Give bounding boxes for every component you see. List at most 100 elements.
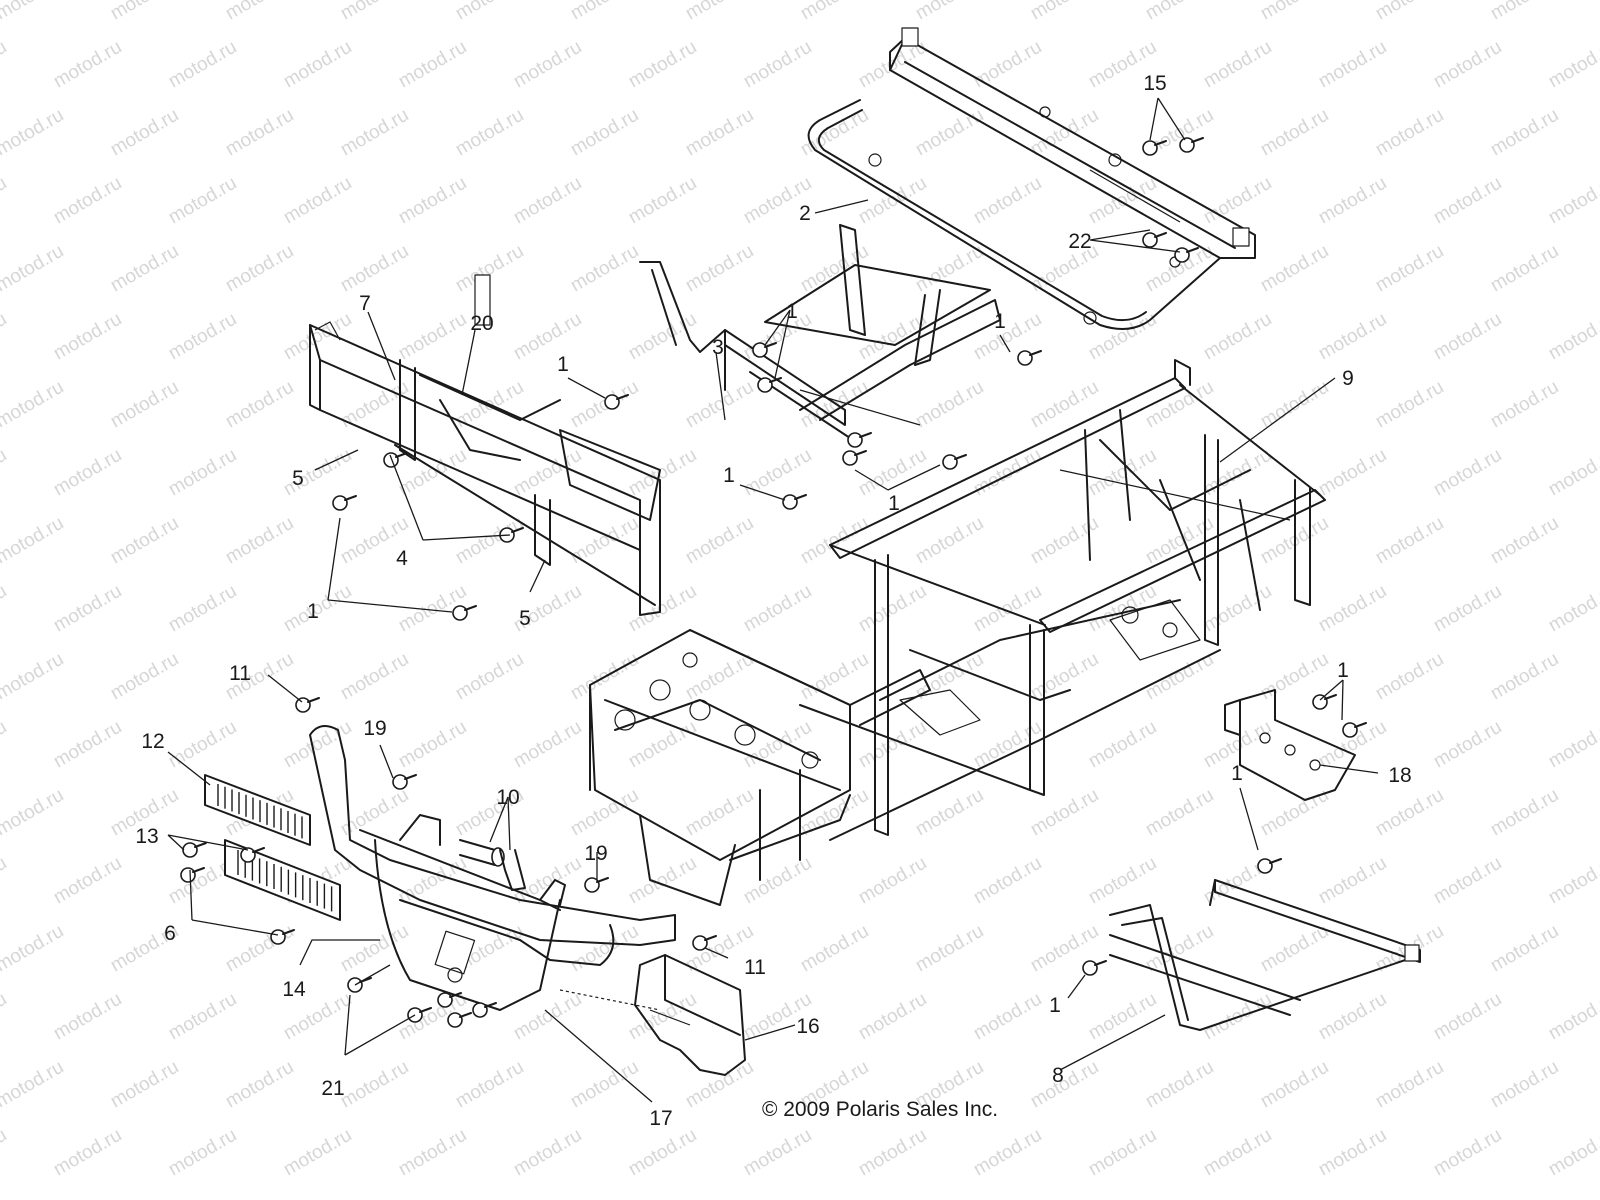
watermark-text: motod.ru — [1027, 649, 1102, 705]
watermark-text: motod.ru — [0, 921, 67, 977]
part-2-cargo-frame — [807, 27, 1256, 330]
callout-5: 5 — [519, 607, 531, 630]
bolt-shank — [1191, 137, 1204, 143]
watermark-text: motod.ru — [1545, 853, 1600, 909]
watermark-text: motod.ru — [1372, 513, 1447, 569]
watermark-text: motod.ru — [1257, 785, 1332, 841]
watermark-text: motod.ru — [510, 989, 585, 1045]
watermark-text: motod.ru — [395, 717, 470, 773]
watermark-text: motod.ru — [567, 513, 642, 569]
watermark-text: motod.ru — [280, 717, 355, 773]
watermark-text: motod.ru — [337, 241, 412, 297]
watermark-text: motod.ru — [165, 1125, 240, 1181]
callout-6: 6 — [164, 922, 176, 945]
bolt-icon — [1257, 858, 1273, 874]
bolt-icon — [782, 494, 798, 510]
watermark-text: motod.ru — [855, 717, 930, 773]
watermark-text: motod.ru — [0, 1057, 67, 1113]
callout-18: 18 — [1388, 764, 1411, 787]
watermark-text: motod.ru — [280, 37, 355, 93]
watermark-text: motod.ru — [50, 37, 125, 93]
callout-1: 1 — [307, 600, 319, 623]
watermark-text: motod.ru — [625, 581, 700, 637]
bolt-icon — [1142, 232, 1158, 248]
bolt-icon — [1082, 960, 1098, 976]
watermark-text: motod.ru — [1372, 1057, 1447, 1113]
watermark-text: motod.ru — [797, 0, 872, 24]
watermark-text: motod.ru — [970, 37, 1045, 93]
watermark-text: motod.ru — [682, 105, 757, 161]
bolt-icon — [270, 929, 286, 945]
callout-1: 1 — [723, 464, 735, 487]
watermark-text: motod.ru — [0, 37, 10, 93]
watermark-text: motod.ru — [1487, 0, 1562, 24]
watermark-text: motod.ru — [222, 1057, 297, 1113]
watermark-text: motod.ru — [0, 377, 67, 433]
watermark-text: motod.ru — [1085, 581, 1160, 637]
watermark-text: motod.ru — [1487, 921, 1562, 977]
bolt-icon — [1342, 722, 1358, 738]
watermark-text: motod.ru — [0, 649, 67, 705]
watermark-text: motod.ru — [970, 581, 1045, 637]
watermark-text: motod.ru — [567, 105, 642, 161]
bolt-shank — [282, 929, 295, 935]
callout-4: 4 — [396, 547, 408, 570]
watermark-text: motod.ru — [855, 853, 930, 909]
callout-labels: 15 2 22 7 20 1 3 1 1 9 5 4 1 5 1 1 11 12… — [135, 72, 1411, 1130]
watermark-text: motod.ru — [912, 513, 987, 569]
watermark-text: motod.ru — [222, 377, 297, 433]
watermark-text: motod.ru — [50, 989, 125, 1045]
watermark-text: motod.ru — [1200, 581, 1275, 637]
bolt-icon — [1312, 694, 1328, 710]
watermark-text: motod.ru — [50, 445, 125, 501]
watermark-text: motod.ru — [107, 105, 182, 161]
watermark-text: motod.ru — [280, 309, 355, 365]
watermark-text: motod.ru — [0, 717, 10, 773]
watermark-text: motod.ru — [1487, 377, 1562, 433]
part-10-bolts — [459, 839, 526, 891]
watermark-text: motod.ru — [0, 989, 10, 1045]
watermark-text: motod.ru — [1027, 1057, 1102, 1113]
watermark-text: motod.ru — [625, 173, 700, 229]
bolt-icon — [942, 454, 958, 470]
watermark-text: motod.ru — [855, 1125, 930, 1181]
watermark-text: motod.ru — [1142, 0, 1217, 24]
part-7-front-frame — [309, 274, 661, 616]
watermark-text: motod.ru — [682, 0, 757, 24]
watermark-text: motod.ru — [567, 785, 642, 841]
bolt-shank — [464, 605, 477, 611]
callout-1: 1 — [888, 492, 900, 515]
bolt-shank — [1029, 350, 1042, 356]
bolt-shank — [404, 774, 417, 780]
grille-upper — [204, 774, 311, 846]
watermark-text: motod.ru — [107, 241, 182, 297]
watermark-text: motod.ru — [970, 309, 1045, 365]
watermark-text: motod.ru — [1027, 0, 1102, 24]
watermark-text: motod.ru — [165, 989, 240, 1045]
bolt-icon — [437, 992, 453, 1008]
watermark-text: motod.ru — [625, 853, 700, 909]
copyright-text: © 2009 Polaris Sales Inc. — [762, 1098, 998, 1121]
watermark-text: motod.ru — [1372, 377, 1447, 433]
callout-16: 16 — [796, 1015, 819, 1038]
watermark-text: motod.ru — [1430, 445, 1505, 501]
watermark-text: motod.ru — [222, 921, 297, 977]
watermark-text: motod.ru — [0, 173, 10, 229]
bolt-icon — [1174, 247, 1190, 263]
watermark-text: motod.ru — [452, 0, 527, 24]
watermark-text: motod.ru — [452, 649, 527, 705]
front-bumper-assembly — [204, 725, 676, 1011]
watermark-text: motod.ru — [797, 513, 872, 569]
watermark-text: motod.ru — [912, 0, 987, 24]
callout-10: 10 — [496, 786, 519, 809]
watermark-text: motod.ru — [970, 173, 1045, 229]
callout-1: 1 — [557, 353, 569, 376]
watermark-text: motod.ru — [510, 717, 585, 773]
callout-11: 11 — [229, 662, 251, 685]
front-suspension-frame — [589, 629, 931, 906]
part-3-seat-frame — [639, 224, 1001, 439]
bolt-shank — [704, 935, 717, 941]
bolt-icon — [332, 495, 348, 511]
watermark-text: motod.ru — [337, 105, 412, 161]
